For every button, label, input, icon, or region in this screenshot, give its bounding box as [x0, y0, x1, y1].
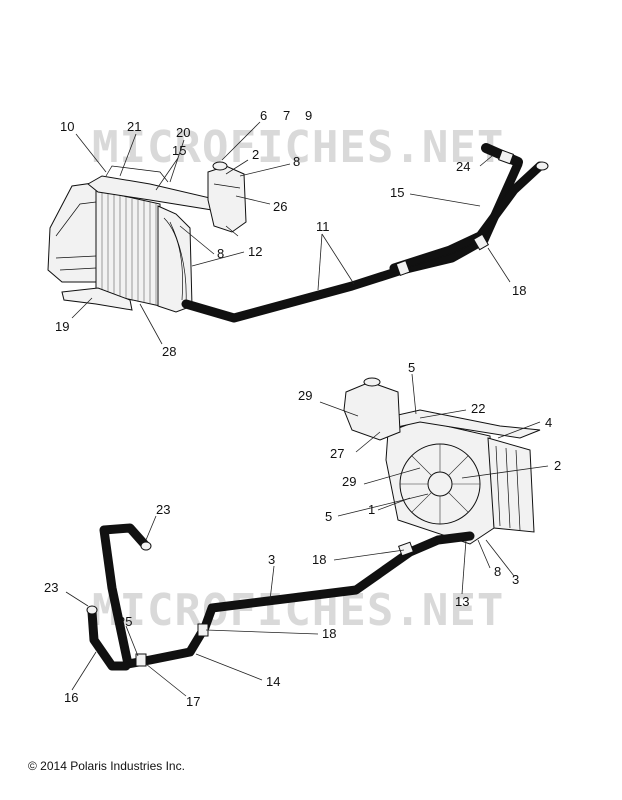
callout-3b: 3: [512, 572, 519, 587]
upper-callouts: 10 21 20 15 6 7 9 2 8 26 24 15 11 12 8 1…: [55, 108, 526, 359]
fan-blades: [400, 444, 480, 524]
callout-23b: 23: [44, 580, 58, 595]
callout-18b: 18: [312, 552, 326, 567]
callout-5b: 5: [325, 509, 332, 524]
callout-6: 6: [260, 108, 267, 123]
reservoir-cap: [212, 161, 228, 171]
callout-19: 19: [55, 319, 69, 334]
callout-8: 8: [293, 154, 300, 169]
upper-radiator: [95, 189, 161, 307]
callout-16: 16: [64, 690, 78, 705]
callout-8b: 8: [217, 246, 224, 261]
callout-24: 24: [456, 159, 470, 174]
callout-9: 9: [305, 108, 312, 123]
watermark-lower: MICROFICHES.NET: [92, 585, 504, 636]
callout-15b: 15: [390, 185, 404, 200]
lower-callouts: 5 29 22 4 27 29 2 1 5 23 3 18 8 3 13 23 …: [44, 360, 561, 709]
callout-21: 21: [127, 119, 141, 134]
callout-23: 23: [156, 502, 170, 517]
callout-13: 13: [455, 594, 469, 609]
callout-3: 3: [268, 552, 275, 567]
radiator-fins: [101, 192, 157, 305]
callout-28: 28: [162, 344, 176, 359]
callout-7: 7: [283, 108, 290, 123]
callout-20: 20: [176, 125, 190, 140]
lower-assembly: [86, 377, 541, 671]
hose-3-inner: [200, 532, 474, 634]
clamp-lower-a: [398, 541, 414, 557]
callout-11: 11: [316, 219, 330, 234]
clamp-upper-a: [395, 260, 411, 276]
callout-22: 22: [471, 401, 485, 416]
callout-12: 12: [248, 244, 262, 259]
callout-1: 1: [368, 502, 375, 517]
clamp-upper-b: [472, 233, 490, 251]
lower-reservoir: [343, 381, 401, 441]
callout-8c: 8: [494, 564, 501, 579]
upper-end-tank: [157, 205, 193, 313]
upper-skid-plate: [61, 287, 133, 311]
upper-leaders: [71, 121, 511, 345]
callout-10: 10: [60, 119, 74, 134]
callout-2b: 2: [554, 458, 561, 473]
callout-29b: 29: [342, 474, 356, 489]
callout-4: 4: [545, 415, 552, 430]
callout-5: 5: [408, 360, 415, 375]
upper-assembly: [47, 143, 549, 323]
callout-18c: 18: [322, 626, 336, 641]
copyright-notice: © 2014 Polaris Industries Inc.: [28, 759, 185, 773]
lower-leaders: [65, 373, 549, 697]
callout-29: 29: [298, 388, 312, 403]
clamp-upper-c: [498, 149, 514, 165]
callout-26: 26: [273, 199, 287, 214]
callout-25: 25: [118, 614, 132, 629]
callout-18: 18: [512, 283, 526, 298]
callout-15: 15: [172, 143, 186, 158]
callout-27: 27: [330, 446, 344, 461]
clamp-lower-c: [135, 653, 147, 667]
upper-shroud: [47, 181, 101, 283]
callout-2: 2: [252, 147, 259, 162]
lower-radiator: [487, 437, 535, 533]
callout-14: 14: [266, 674, 280, 689]
upper-reservoir: [207, 165, 247, 233]
callout-17: 17: [186, 694, 200, 709]
watermark-upper: MICROFICHES.NET: [92, 122, 504, 173]
